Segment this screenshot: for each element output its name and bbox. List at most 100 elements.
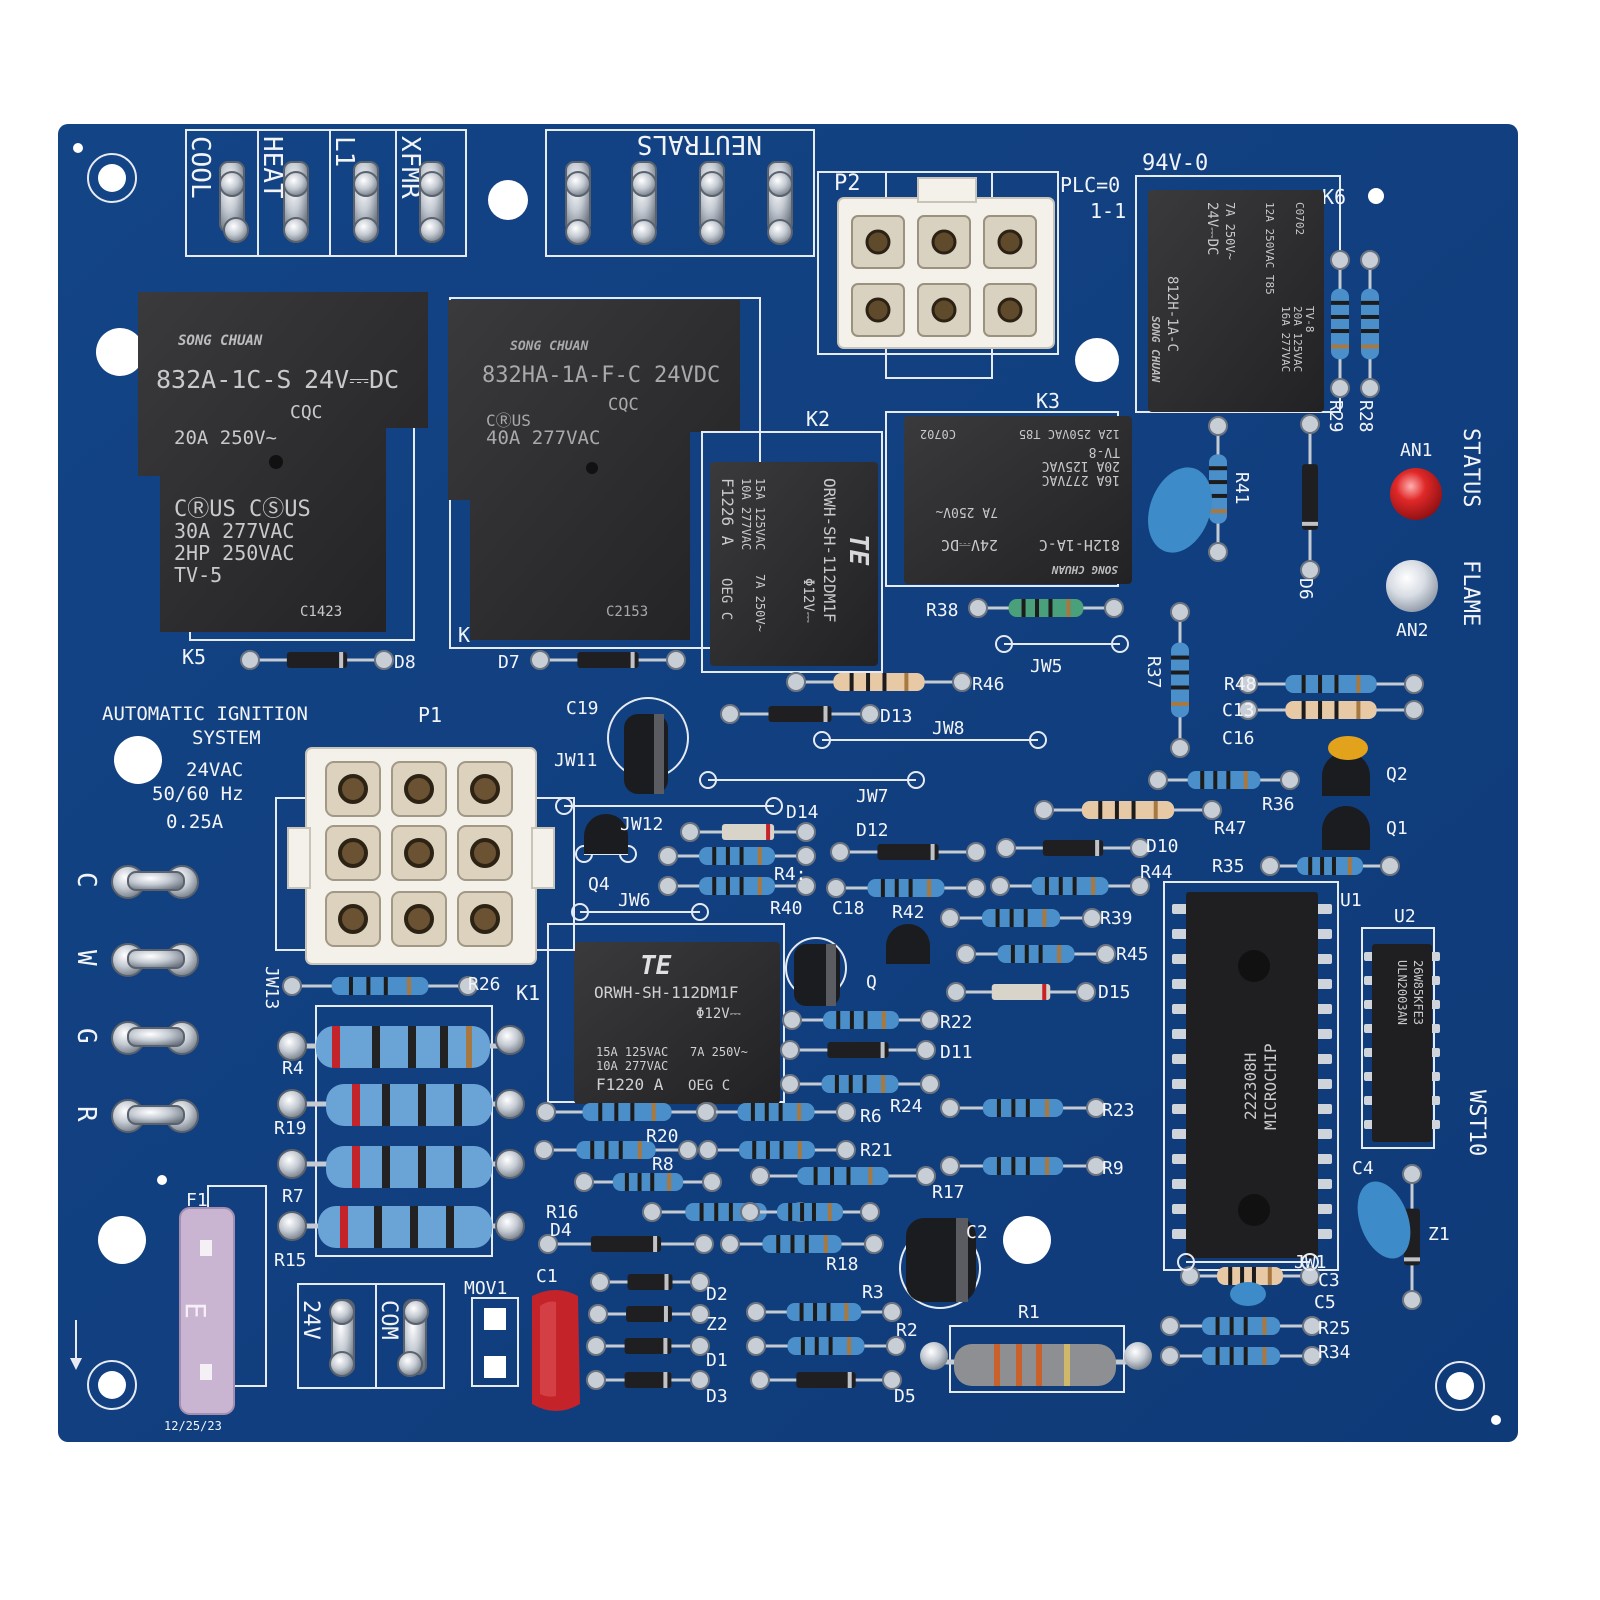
relay-k6-line2: 20A 125VAC xyxy=(1291,306,1304,372)
label-r6: R6 xyxy=(860,1106,882,1127)
label-r3: R3 xyxy=(862,1282,884,1303)
label-r38: R38 xyxy=(926,600,959,621)
label-k6: K6 xyxy=(1322,185,1346,209)
label-d5: D5 xyxy=(894,1386,916,1407)
terminal-label-g: G xyxy=(71,1028,101,1044)
label-z2: Z2 xyxy=(706,1314,728,1335)
relay-k3-line3: 12A 250VAC T85 xyxy=(1019,427,1120,441)
relay-k5-line3: TV-5 xyxy=(174,563,222,587)
relay-k1-line1: 15A 125VAC xyxy=(596,1045,668,1059)
relay-k5-cert: CQC xyxy=(290,402,323,423)
label-r1: R1 xyxy=(1018,1302,1040,1323)
status-label: STATUS xyxy=(1458,428,1483,507)
ignition-info: AUTOMATIC IGNITION SYSTEM 24VAC 50/60 Hz… xyxy=(102,703,442,833)
relay-k5: SONG CHUAN 832A-1C-S 24V⎓DC CQC 20A 250V… xyxy=(138,292,428,669)
label-d8: D8 xyxy=(394,652,416,673)
relay-k1-line5: OEG C xyxy=(688,1078,730,1094)
u2-code: 26W85KFE3 xyxy=(1411,960,1425,1025)
label-q3: Q xyxy=(866,972,877,993)
label-q1: Q1 xyxy=(1386,818,1408,839)
label-r40: R40 xyxy=(770,898,803,919)
label-r28: R28 xyxy=(1355,400,1376,433)
label-c5: C5 xyxy=(1314,1292,1336,1313)
relay-k3-brand: SONG CHUAN xyxy=(1051,563,1118,576)
transformer-terminals: 24V COM xyxy=(297,1283,445,1389)
relay-k1: K1 TE ORWH-SH-112DM1F Φ12V⎓ 15A 125VAC 1… xyxy=(516,923,785,1104)
terminal-label-l1: L1 xyxy=(329,136,359,167)
label-d6: D6 xyxy=(1295,578,1316,600)
label-k2: K2 xyxy=(806,407,830,431)
led-an2-label: AN2 xyxy=(1396,620,1429,641)
terminal-label-24v: 24V xyxy=(298,1300,323,1340)
p2-label: P2 xyxy=(834,171,861,196)
top-terminal-block: COOL HEAT L1 XFMR NEUTRALS xyxy=(185,129,815,257)
relay-k3-model: 812H-1A-C xyxy=(1039,536,1120,554)
relay-k1-line4: 7A 250V~ xyxy=(690,1045,748,1059)
label-d12: D12 xyxy=(856,820,889,841)
led-an1-label: AN1 xyxy=(1400,440,1433,461)
relay-k3-line5: 7A 250V~ xyxy=(935,504,998,519)
resistor-r1: R1 xyxy=(920,1302,1152,1393)
relay-k6-line5: 7A 250V~ xyxy=(1223,202,1237,260)
label-r18: R18 xyxy=(826,1254,859,1275)
terminal-label-heat: HEAT xyxy=(257,136,287,199)
label-jw7: JW7 xyxy=(856,786,889,807)
relay-k3-coil: 24V⎓DC xyxy=(941,536,998,554)
label-r41: R41 xyxy=(1231,472,1252,505)
relay-k2-line2: 10A 277VAC xyxy=(739,478,753,550)
label-r22: R22 xyxy=(940,1012,973,1033)
relay-k4-line1: 40A 277VAC xyxy=(486,427,600,449)
label-jw5: JW5 xyxy=(1030,656,1063,677)
label-r4: R4 xyxy=(282,1058,304,1079)
terminal-label-w: W xyxy=(71,950,101,966)
label-jw6: JW6 xyxy=(618,890,651,911)
relay-k6-line1: 16A 277VAC xyxy=(1279,306,1292,372)
label-r25: R25 xyxy=(1318,1318,1351,1339)
status-leds: STATUS FLAME AN1 AN2 xyxy=(1386,428,1483,641)
relay-k4-model: 832HA-1A-F-C xyxy=(482,363,641,388)
relay-k5-model: 832A-1C-S xyxy=(156,365,291,394)
label-r46: R46 xyxy=(972,674,1005,695)
ignition-voltage: 24VAC xyxy=(186,759,243,781)
status-led-red xyxy=(1390,468,1442,520)
label-d11: D11 xyxy=(940,1042,973,1063)
power-resistors: R4 R19 R7 R15 xyxy=(274,1005,525,1271)
plc-label: PLC=0 xyxy=(1060,173,1120,197)
label-r26: R26 xyxy=(468,974,501,995)
relay-k1-line2: 10A 277VAC xyxy=(596,1059,668,1073)
quick-connect-terminals xyxy=(219,161,793,245)
label-r2: R2 xyxy=(896,1320,918,1341)
relay-k3: K3 SONG CHUAN 812H-1A-C 24V⎓DC 7A 250V~ … xyxy=(885,389,1132,587)
ic-u1: U1 MICROCHIP 222308H xyxy=(1163,881,1362,1271)
u2-part: ULN2003AN xyxy=(1395,960,1409,1025)
relay-k4-cert: CQC xyxy=(608,395,639,415)
label-jw8: JW8 xyxy=(932,718,965,739)
label-r48: R48 xyxy=(1224,674,1257,695)
label-k3: K3 xyxy=(1036,389,1060,413)
relay-k4-brand: SONG CHUAN xyxy=(510,339,588,354)
label-r15: R15 xyxy=(274,1250,307,1271)
label-c16: C16 xyxy=(1222,728,1255,749)
terminal-label-com: COM xyxy=(376,1300,401,1340)
relay-k3-line1: 16A 277VAC xyxy=(1042,472,1120,487)
label-d14: D14 xyxy=(786,802,819,823)
capacitors-and-transistors xyxy=(584,467,1411,1309)
relay-k2: K2 TE ORWH-SH-112DM1F Φ12V⎓ 15A 125VAC 1… xyxy=(701,407,883,673)
plc-ratio-label: 1-1 xyxy=(1090,199,1126,223)
label-r9: R9 xyxy=(1102,1158,1124,1179)
label-k5: K5 xyxy=(182,645,206,669)
label-mov1: MOV1 xyxy=(464,1278,507,1299)
flame-led-clear xyxy=(1386,560,1438,612)
label-r29: R29 xyxy=(1325,400,1346,433)
terminal-label-r: R xyxy=(71,1106,101,1122)
mounting-holes xyxy=(73,143,1501,1425)
relay-k2-line1: 15A 125VAC xyxy=(753,478,767,550)
board-model-label: WST10 xyxy=(1464,1090,1489,1156)
relay-k6-line3: 12A 250VAC T85 xyxy=(1263,202,1276,295)
label-r42: R42 xyxy=(892,902,925,923)
fuse-f1: E F1 12/25/23 xyxy=(70,1185,267,1433)
label-r23: R23 xyxy=(1102,1100,1135,1121)
ignition-current: 0.25A xyxy=(166,811,224,833)
label-r20: R20 xyxy=(646,1126,679,1147)
